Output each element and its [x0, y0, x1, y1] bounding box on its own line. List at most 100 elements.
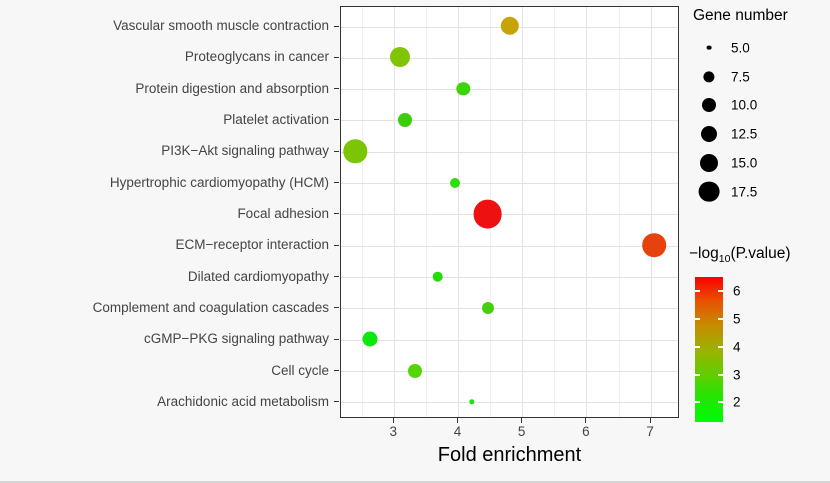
data-point	[362, 331, 378, 347]
x-axis-tick-label: 4	[453, 424, 462, 439]
gridline-major	[341, 183, 678, 185]
gridline-major	[650, 7, 652, 417]
data-point	[390, 47, 411, 68]
gridline-major	[586, 7, 588, 417]
y-axis-category-label: Proteoglycans in cancer	[184, 49, 329, 65]
data-point	[500, 16, 519, 36]
gridline-minor	[618, 7, 620, 417]
color-legend-tick	[695, 345, 700, 348]
gridline-minor	[554, 7, 556, 417]
y-axis-tick	[334, 150, 339, 152]
size-legend-dot	[703, 70, 715, 83]
gridline-major	[341, 402, 678, 404]
y-axis-tick	[334, 244, 339, 246]
x-axis-tick	[392, 418, 394, 423]
data-point	[408, 363, 423, 378]
color-legend-tick	[718, 345, 723, 348]
y-axis-tick	[334, 401, 339, 403]
color-legend-tick	[695, 373, 700, 376]
color-legend-tick	[718, 401, 723, 404]
gridline-minor	[361, 7, 363, 417]
color-legend-tick-label: 5	[733, 311, 741, 327]
color-legend-tick-label: 3	[733, 367, 741, 383]
y-axis-tick	[334, 56, 339, 58]
color-legend-tick	[695, 289, 700, 292]
x-axis-tick-label: 6	[582, 424, 590, 439]
color-legend-title-suffix: (P.value)	[730, 245, 791, 262]
data-point	[343, 139, 368, 164]
gridline-major	[341, 339, 678, 341]
gridline-major	[457, 7, 459, 417]
color-legend-tick-label: 4	[733, 339, 741, 355]
x-axis-tick	[456, 418, 458, 423]
gridline-major	[341, 57, 678, 59]
plot-panel	[340, 6, 679, 418]
color-legend-title-prefix: −log	[689, 245, 719, 262]
y-axis-category-label: Dilated cardiomyopathy	[187, 268, 329, 284]
x-axis-tick	[521, 418, 523, 423]
color-legend-tick	[718, 373, 723, 376]
y-axis-tick	[334, 213, 339, 215]
color-legend-tick	[695, 401, 700, 404]
size-legend-label: 15.0	[731, 155, 758, 171]
data-point	[473, 199, 503, 229]
size-legend-label: 12.5	[731, 126, 758, 142]
y-axis-category-label: Arachidonic acid metabolism	[157, 393, 329, 409]
color-legend-tick	[695, 317, 700, 320]
gridline-major	[341, 151, 678, 153]
y-axis-category-label: Platelet activation	[223, 111, 329, 127]
data-point	[481, 301, 494, 314]
data-point	[449, 177, 460, 188]
data-point	[468, 399, 475, 405]
gridline-major	[341, 277, 678, 279]
y-axis-category-label: PI3K−Akt signaling pathway	[161, 143, 329, 159]
gridline-major	[341, 308, 678, 310]
color-legend-gradient-bar	[695, 277, 723, 422]
y-axis-category-label: Vascular smooth muscle contraction	[113, 18, 329, 33]
size-legend-label: 10.0	[731, 97, 758, 113]
gridline-major	[341, 89, 678, 91]
gridline-major	[341, 120, 678, 122]
data-point	[642, 233, 666, 258]
data-point	[398, 112, 413, 127]
y-axis-category-label: ECM−receptor interaction	[175, 237, 329, 253]
y-axis-category-label: Cell cycle	[271, 362, 329, 378]
y-axis-tick	[334, 370, 339, 372]
x-axis-title: Fold enrichment	[437, 444, 582, 466]
size-legend-dot	[698, 181, 720, 203]
x-axis-tick-label: 7	[646, 424, 654, 439]
y-axis-tick	[334, 25, 339, 27]
y-axis-category-label: Complement and coagulation cascades	[92, 299, 329, 315]
gridline-major	[393, 7, 395, 417]
size-legend-title: Gene number	[693, 7, 788, 24]
y-axis-tick	[334, 307, 339, 309]
gridline-major	[522, 7, 524, 417]
color-legend-title-subscript: 10	[718, 253, 731, 266]
size-legend-dot	[701, 126, 717, 143]
x-axis-tick	[649, 418, 651, 423]
y-axis-tick	[334, 276, 339, 278]
y-axis-tick	[334, 119, 339, 121]
x-axis-tick	[585, 418, 587, 423]
gridline-major	[341, 245, 678, 247]
size-legend-dot	[706, 45, 712, 51]
y-axis-tick	[334, 338, 339, 340]
size-legend-label: 5.0	[731, 40, 750, 56]
color-legend-tick-label: 2	[733, 394, 741, 410]
y-axis-tick	[334, 88, 339, 90]
x-axis-tick-label: 5	[517, 424, 526, 439]
gridline-major	[341, 214, 678, 216]
color-legend-tick	[718, 317, 723, 320]
size-legend-label: 17.5	[731, 184, 758, 200]
data-point	[456, 81, 470, 96]
color-legend-tick	[718, 289, 723, 292]
color-legend-tick-label: 6	[733, 283, 741, 299]
y-axis-tick	[334, 182, 339, 184]
gridline-minor	[425, 7, 427, 417]
y-axis-category-label: Protein digestion and absorption	[135, 80, 329, 96]
y-axis-category-label: Focal adhesion	[237, 205, 329, 221]
y-axis-category-label: cGMP−PKG signaling pathway	[144, 331, 329, 347]
data-point	[432, 271, 443, 282]
color-legend-title: −log10(P.value)	[689, 245, 791, 265]
